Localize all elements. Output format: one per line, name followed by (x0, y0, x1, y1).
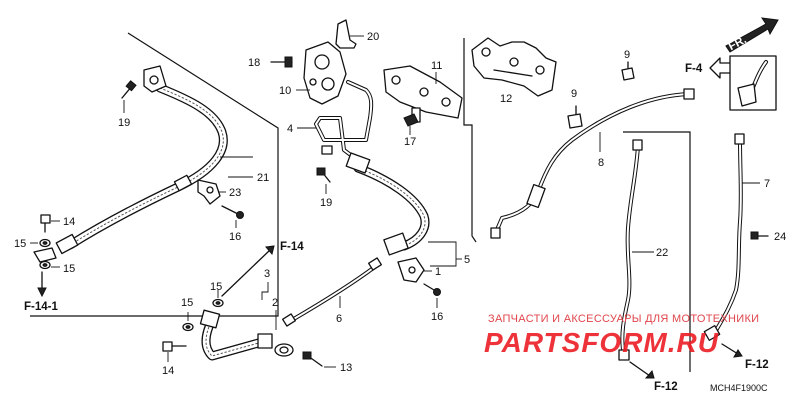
part-4-brake-pipe[interactable] (314, 80, 374, 158)
callout-3: 3 (264, 268, 270, 280)
callout-1: 1 (435, 266, 441, 278)
callout-14-lower: 14 (162, 365, 174, 377)
part-15-washer-lower[interactable] (182, 322, 194, 332)
part-2-clamp[interactable] (274, 343, 294, 357)
callout-6: 6 (336, 313, 342, 325)
callout-14-left: 14 (63, 216, 75, 228)
part-1-clamp[interactable] (397, 257, 425, 283)
reference-arrow-f12-right[interactable] (721, 343, 743, 358)
callout-21: 21 (257, 172, 269, 184)
part-9-grommet-upper[interactable] (621, 61, 635, 81)
part-20-clip[interactable] (335, 19, 357, 49)
callout-22: 22 (656, 247, 668, 259)
part-15-washer-left-b[interactable] (39, 260, 51, 270)
callout-9-upper: 9 (624, 49, 630, 61)
part-21-brake-hose[interactable] (55, 65, 228, 255)
part-7-brake-line[interactable] (703, 133, 745, 341)
watermark-logo: PARTSFORM.RU (484, 327, 719, 358)
part-16-bolt-middle[interactable] (423, 283, 441, 296)
detail-box-fitting (729, 55, 777, 111)
callout-15-lower: 15 (181, 297, 193, 309)
part-16-bolt-left[interactable] (221, 205, 244, 219)
part-14-banjo-bolt-left[interactable] (40, 214, 51, 233)
callout-10: 10 (279, 85, 291, 97)
part-22-brake-line[interactable] (618, 139, 643, 361)
part-8-brake-line[interactable] (490, 88, 695, 239)
part-10-master-cylinder-bracket[interactable] (303, 41, 347, 105)
callout-16-left: 16 (229, 231, 241, 243)
reference-arrow-icon[interactable] (709, 57, 733, 79)
front-direction-arrow-icon (725, 17, 779, 53)
part-23-clamp[interactable] (197, 179, 221, 205)
part-19-bolt-middle[interactable] (316, 167, 331, 183)
reference-f4: F-4 (685, 63, 703, 75)
callout-13: 13 (340, 362, 352, 374)
part-19-bolt-upper[interactable] (121, 80, 137, 99)
reference-f14-1: F-14-1 (24, 301, 58, 313)
part-6-brake-pipe[interactable] (281, 257, 383, 327)
reference-arrow-f14[interactable] (221, 245, 275, 297)
part-12-bracket[interactable] (471, 37, 557, 97)
callout-15-middle: 15 (210, 281, 222, 293)
callout-19-upper: 19 (118, 117, 130, 129)
part-18-bolt[interactable] (270, 56, 293, 68)
callout-7: 7 (764, 178, 770, 190)
part-9-grommet-lower[interactable] (567, 105, 583, 129)
callout-18: 18 (248, 57, 260, 69)
diagram-code: MCH4F1900C (710, 383, 768, 393)
callout-16-middle: 16 (431, 311, 443, 323)
reference-arrow-f14-1[interactable] (37, 271, 47, 298)
callout-24: 24 (774, 231, 786, 243)
part-15-washer-left-a[interactable] (39, 238, 51, 248)
part-13-bolt[interactable] (302, 351, 323, 367)
part-3-brake-hose-lower[interactable] (199, 309, 273, 361)
callout-20: 20 (367, 31, 379, 43)
part-5-brake-hose[interactable] (345, 152, 430, 256)
section-border-right (623, 131, 691, 372)
section-border-middle (463, 38, 477, 243)
callout-9-lower: 9 (571, 88, 577, 100)
callout-19-middle: 19 (320, 197, 332, 209)
callout-23: 23 (229, 187, 241, 199)
callout-11: 11 (431, 60, 442, 72)
part-17-bolt[interactable] (403, 113, 419, 127)
part-15-washer-middle[interactable] (212, 298, 224, 308)
callout-15-left-a: 15 (14, 238, 26, 250)
callout-8: 8 (598, 157, 604, 169)
callout-17: 17 (404, 136, 416, 148)
reference-f14: F-14 (280, 241, 304, 253)
callout-12: 12 (500, 93, 512, 105)
section-border-left (30, 32, 279, 317)
callout-4: 4 (287, 123, 293, 135)
callout-15-left-b: 15 (63, 263, 75, 275)
banjo-fitting-left (33, 247, 57, 263)
part-24-bolt[interactable] (750, 231, 769, 240)
callout-2: 2 (272, 297, 278, 309)
callout-5: 5 (464, 254, 470, 266)
watermark-tagline: ЗАПЧАСТИ И АКСЕССУАРЫ ДЛЯ МОТОТЕХНИКИ (488, 313, 759, 325)
reference-f12-right: F-12 (745, 359, 769, 371)
reference-f12-left: F-12 (654, 381, 678, 393)
reference-arrow-f12-left[interactable] (629, 361, 655, 379)
part-14-banjo-bolt-lower[interactable] (162, 341, 187, 352)
part-11-bracket[interactable] (383, 65, 463, 123)
